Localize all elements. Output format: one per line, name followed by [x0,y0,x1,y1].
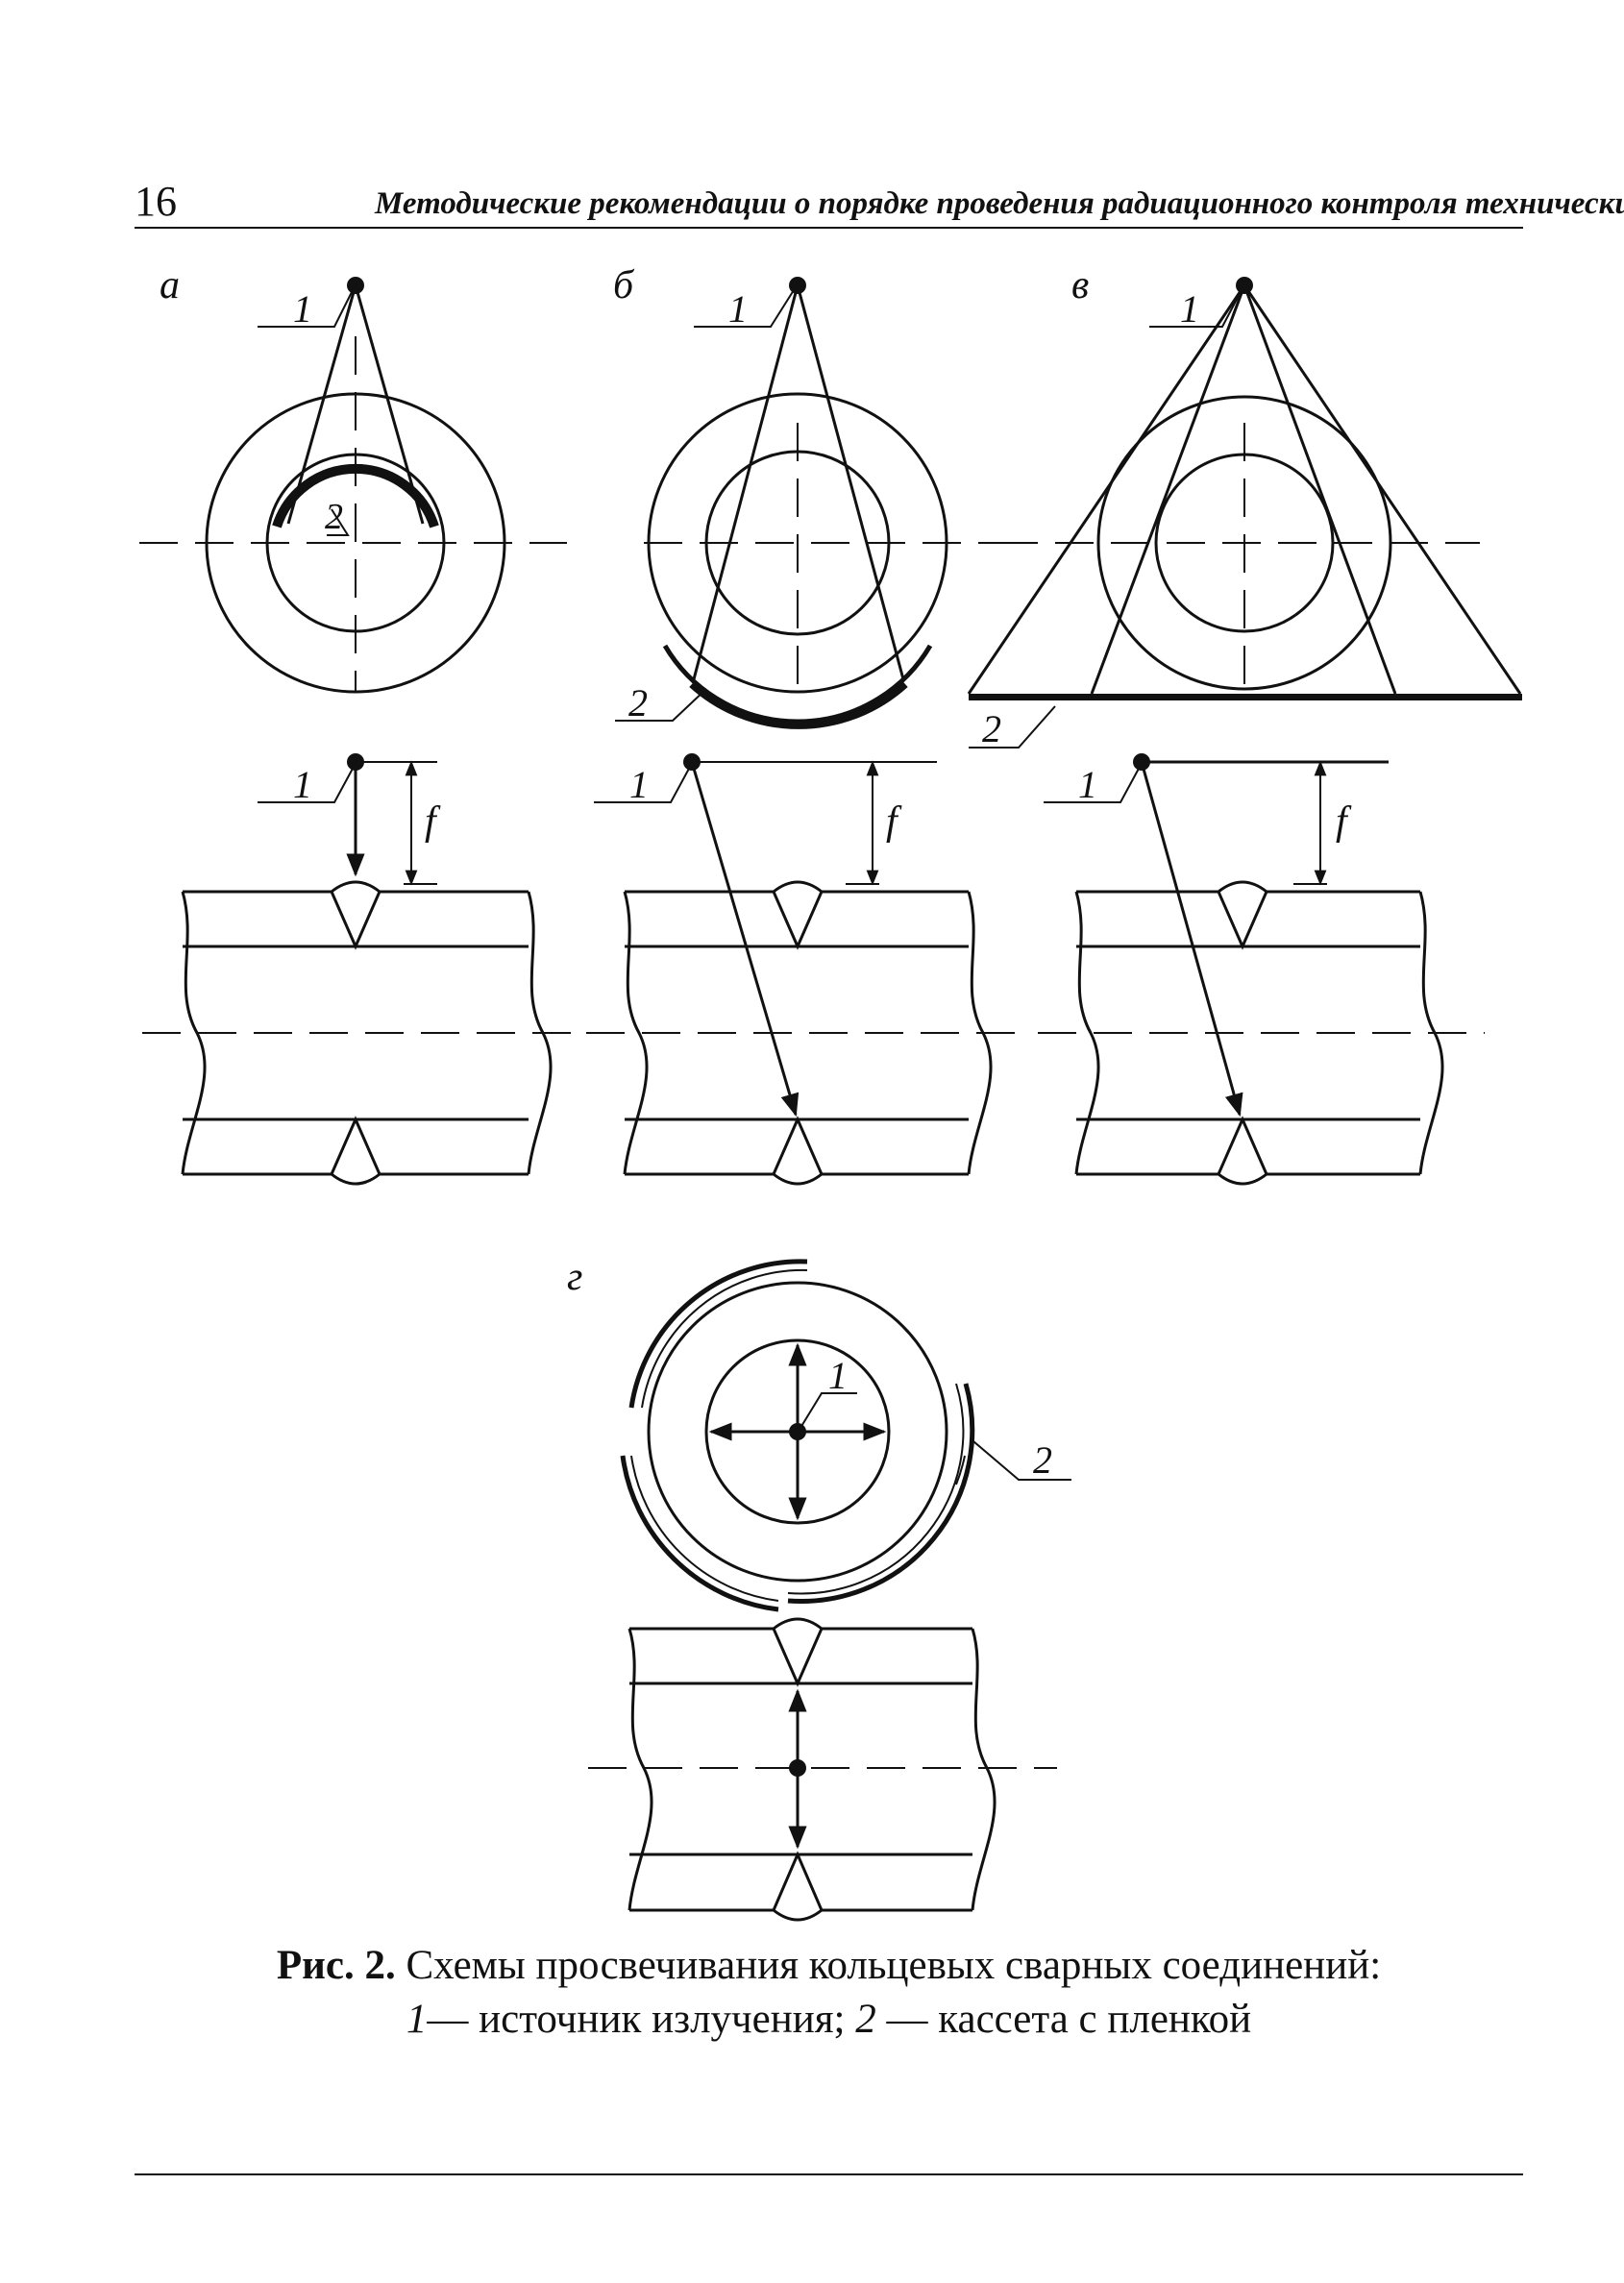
legend-text-1: — источник излучения; [427,1997,846,2042]
callout-2: 2 [325,497,343,537]
radiation-source-dot [789,1759,806,1777]
callout-1: 1 [828,1354,848,1397]
dimension-f: f [1336,799,1352,844]
caption-title: Схемы просвечивания кольцевых сварных со… [406,1943,1382,1988]
callout-1: 1 [629,763,649,806]
callout-1: 1 [1078,763,1097,806]
figure-caption: Рис. 2. Схемы просвечивания кольцевых св… [135,1939,1523,2047]
radiation-source-dot [1133,753,1150,771]
callout-1: 1 [293,287,312,331]
radiation-source-dot [347,277,364,294]
callout-2: 2 [982,707,1001,750]
panel-a-longitudinal: f 1 [142,753,577,1186]
radiation-source-dot [789,1423,806,1440]
panel-b-cross-section: б 1 2 [613,263,1014,729]
panel-g-cross-section: г 1 2 [567,1255,1071,1612]
panel-g-longitudinal [588,1617,1057,1922]
legend-number-2: 2 [855,1997,876,2042]
footer-rule [135,2173,1523,2175]
panel-v-cross-section: в 1 2 [967,263,1522,750]
radiation-source-dot [347,753,364,771]
dimension-f: f [886,799,902,844]
panel-label-g: г [567,1255,582,1299]
page-number: 16 [135,178,177,225]
radiation-source-dot [789,277,806,294]
header-rule [135,227,1523,229]
panel-label-v: в [1071,263,1089,307]
radiation-source-dot [1236,277,1253,294]
panel-v-longitudinal: f 1 [1038,753,1485,1186]
dimension-f: f [425,799,441,844]
callout-2: 2 [1033,1438,1052,1482]
caption-line-2: 1— источник излучения; 2 — кассета с пле… [135,1993,1523,2047]
panel-label-b: б [613,263,635,307]
callout-2: 2 [628,681,648,724]
caption-prefix: Рис. 2. [276,1943,396,1988]
callout-1: 1 [293,763,312,806]
legend-number-1: 1 [406,1997,428,2042]
running-title: Методические рекомендации о порядке пров… [375,186,1624,221]
panel-a-cross-section: а 1 2 [139,263,567,694]
panel-b-longitudinal: f 1 [586,753,1019,1186]
callout-1: 1 [1180,287,1199,331]
legend-text-2: — кассета с пленкой [886,1997,1252,2042]
caption-line-1: Рис. 2. Схемы просвечивания кольцевых св… [135,1939,1523,1993]
callout-1: 1 [728,287,748,331]
radiation-source-dot [683,753,701,771]
panel-label-a: а [160,263,180,307]
